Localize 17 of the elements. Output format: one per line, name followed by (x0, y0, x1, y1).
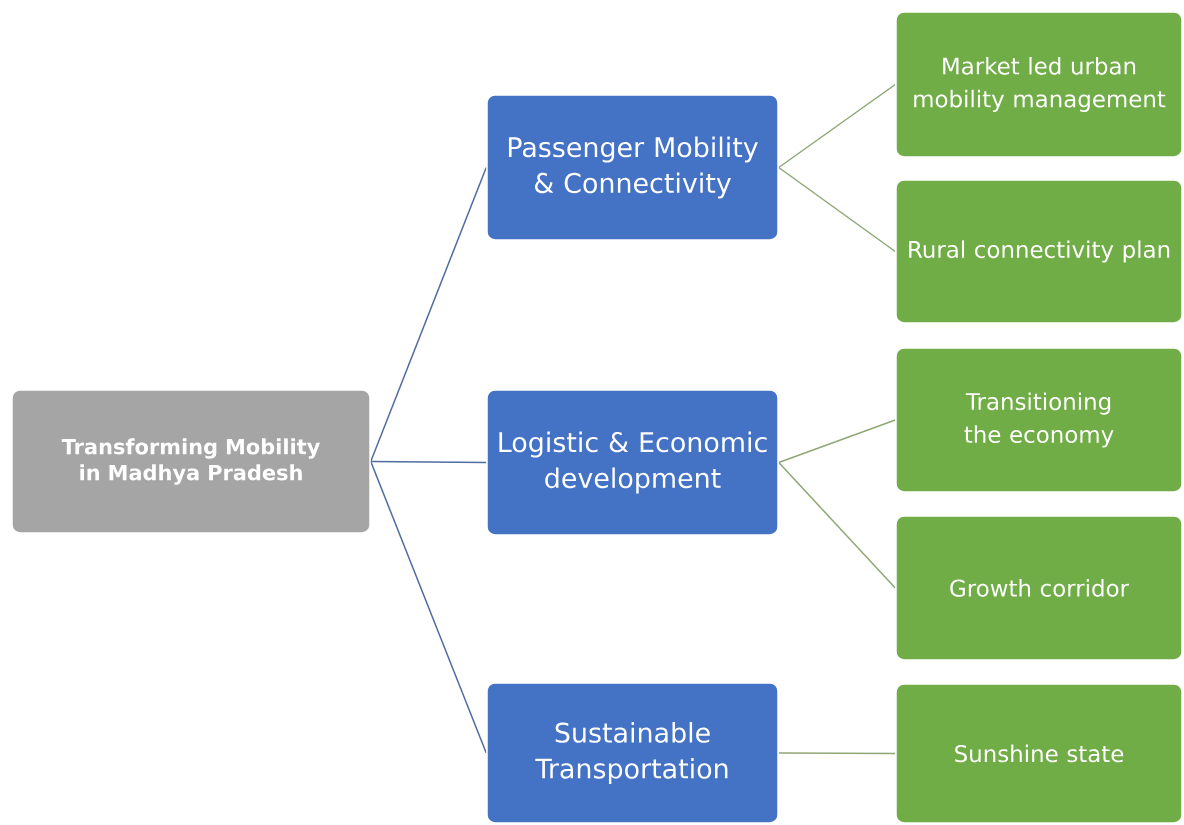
topic-box: Transitioning the economy (895, 347, 1183, 493)
connector-line (370, 460, 487, 464)
connector-line (370, 166, 487, 463)
connector-line (778, 83, 896, 169)
topic-box: Market led urban mobility management (895, 11, 1183, 158)
connector-line (370, 460, 487, 754)
connector-line (778, 166, 896, 253)
connector-line (778, 461, 896, 589)
connector-line (778, 419, 896, 464)
topic-box: Growth corridor (895, 515, 1183, 661)
topic-box: Rural connectivity plan (895, 179, 1183, 324)
category-box: Sustainable Transportation (486, 682, 779, 824)
connector-line (778, 752, 896, 755)
root-box: Transforming Mobility in Madhya Pradesh (11, 389, 371, 534)
topic-box: Sunshine state (895, 683, 1183, 824)
category-box: Passenger Mobility & Connectivity (486, 94, 779, 241)
category-box: Logistic & Economic development (486, 389, 779, 536)
